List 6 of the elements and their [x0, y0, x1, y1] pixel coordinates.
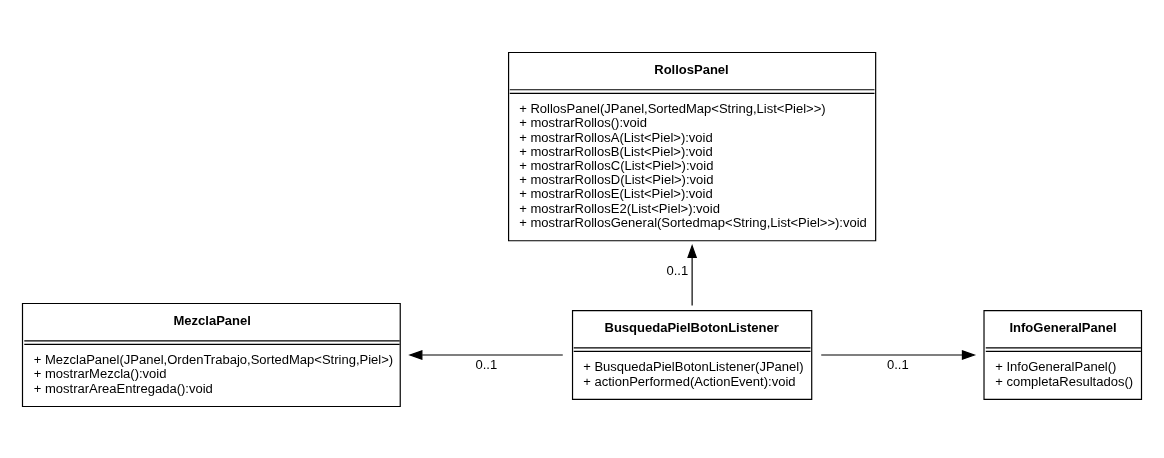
edge-label: 0..1: [666, 262, 689, 278]
arrow: [687, 243, 698, 306]
edge-label: 0..1: [475, 356, 498, 372]
arrow: [408, 349, 564, 360]
arrow: [820, 349, 977, 360]
edge-label: 0..1: [887, 356, 909, 372]
